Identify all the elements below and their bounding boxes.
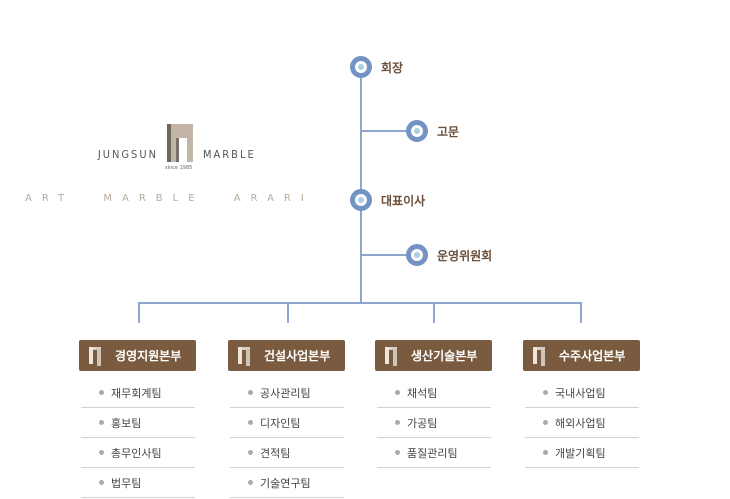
logo-mark-icon — [533, 347, 545, 364]
logo-mark-icon — [238, 347, 250, 364]
bullet-icon — [395, 420, 400, 425]
department-header: 건설사업본부 — [228, 340, 345, 371]
team-name: 개발기획팀 — [555, 446, 606, 460]
team-item: 품질관리팀 — [377, 438, 491, 468]
chairman-label: 회장 — [381, 61, 404, 75]
department-name: 경영지원본부 — [115, 349, 182, 363]
dept-drop-line — [138, 302, 140, 323]
team-item: 견적팀 — [230, 438, 344, 468]
team-name: 국내사업팀 — [555, 386, 606, 400]
team-item: 디자인팀 — [230, 408, 344, 438]
committee-label: 운영위원회 — [437, 249, 493, 263]
bullet-icon — [99, 420, 104, 425]
dept-drop-line — [287, 302, 289, 323]
team-name: 기술연구팀 — [260, 476, 311, 490]
team-item: 홍보팀 — [81, 408, 195, 438]
bullet-icon — [99, 390, 104, 395]
team-name: 채석팀 — [407, 386, 438, 400]
dept-drop-line — [580, 302, 582, 323]
department-name: 생산기술본부 — [411, 349, 478, 363]
team-name: 총무인사팀 — [111, 446, 162, 460]
team-item: 총무인사팀 — [81, 438, 195, 468]
department-header: 수주사업본부 — [523, 340, 640, 371]
bullet-icon — [248, 390, 253, 395]
team-name: 재무회계팀 — [111, 386, 162, 400]
department-name: 건설사업본부 — [264, 349, 331, 363]
advisor-branch-line — [361, 130, 411, 132]
team-item: 국내사업팀 — [525, 378, 639, 408]
department-header: 생산기술본부 — [375, 340, 492, 371]
bullet-icon — [248, 480, 253, 485]
team-item: 기술연구팀 — [230, 468, 344, 498]
logo-mark-icon — [89, 347, 101, 364]
bullet-icon — [395, 390, 400, 395]
bullet-icon — [395, 450, 400, 455]
bullet-icon — [543, 450, 548, 455]
logo-left-text: JUNGSUN — [97, 148, 158, 161]
logo-right-text: MARBLE — [203, 148, 256, 161]
dept-drop-line — [433, 302, 435, 323]
team-name: 공사관리팀 — [260, 386, 311, 400]
committee-branch-line — [361, 254, 411, 256]
ceo-node-icon — [350, 189, 372, 211]
team-item: 채석팀 — [377, 378, 491, 408]
department-header: 경영지원본부 — [79, 340, 196, 371]
bullet-icon — [543, 420, 548, 425]
team-name: 디자인팀 — [260, 416, 301, 430]
advisor-node-icon — [406, 120, 428, 142]
bullet-icon — [248, 450, 253, 455]
team-item: 재무회계팀 — [81, 378, 195, 408]
team-item: 해외사업팀 — [525, 408, 639, 438]
department-name: 수주사업본부 — [559, 349, 626, 363]
dept-bus-line — [138, 302, 582, 304]
chairman-node-icon — [350, 56, 372, 78]
team-name: 견적팀 — [260, 446, 291, 460]
committee-node-icon — [406, 244, 428, 266]
team-item: 가공팀 — [377, 408, 491, 438]
team-item: 개발기획팀 — [525, 438, 639, 468]
team-name: 가공팀 — [407, 416, 438, 430]
team-name: 품질관리팀 — [407, 446, 458, 460]
team-name: 법무팀 — [111, 476, 142, 490]
bullet-icon — [99, 450, 104, 455]
team-item: 법무팀 — [81, 468, 195, 498]
ceo-label: 대표이사 — [381, 194, 426, 208]
team-name: 홍보팀 — [111, 416, 142, 430]
bullet-icon — [99, 480, 104, 485]
team-name: 해외사업팀 — [555, 416, 606, 430]
logo-mark-icon — [167, 124, 193, 162]
bullet-icon — [248, 420, 253, 425]
logo-since: since 1985 — [165, 165, 193, 171]
bullet-icon — [543, 390, 548, 395]
logo-tagline: ART MARBLE ARARI — [25, 193, 314, 204]
team-item: 공사관리팀 — [230, 378, 344, 408]
main-trunk-line — [360, 70, 362, 304]
advisor-label: 고문 — [437, 125, 460, 139]
logo-mark-icon — [385, 347, 397, 364]
